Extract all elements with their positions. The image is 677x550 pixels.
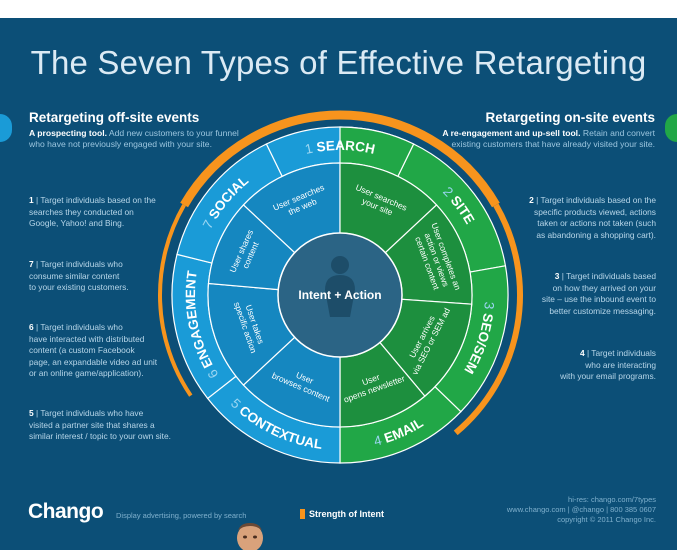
intent-arc-social <box>158 204 193 397</box>
note-line: | Target individuals <box>586 348 656 358</box>
person-icon <box>325 275 355 317</box>
note-number: 6 <box>29 322 36 332</box>
note-line: or an online game/application). <box>29 368 144 378</box>
note-line: Google, Yahoo! and Bing. <box>29 218 125 228</box>
presenter-avatar <box>237 523 263 550</box>
note-line: | Target individuals who <box>36 322 123 332</box>
note-line: similar interest / topic to your own sit… <box>29 431 171 441</box>
footer-hires: hi-res: chango.com/7types <box>568 495 656 504</box>
note-line: | Target individuals who have <box>36 408 144 418</box>
note-line: consume similar content <box>29 270 120 281</box>
right-heading: Retargeting on-site events <box>485 110 655 125</box>
note-number: 3 <box>554 271 562 281</box>
page-title: The Seven Types of Effective Retargeting <box>30 44 647 81</box>
legend-label: Strength of Intent <box>309 509 384 519</box>
top-strip <box>0 0 677 18</box>
note-line: specific products viewed, actions <box>534 206 656 217</box>
center-label: Intent + Action <box>298 288 381 302</box>
footer-copyright: copyright © 2011 Chango Inc. <box>557 515 656 524</box>
note-line: | Target individuals based on the <box>36 195 156 205</box>
left-heading: Retargeting off-site events <box>29 110 200 125</box>
note-number: 5 <box>29 408 36 418</box>
note-line: who are interacting <box>585 359 656 370</box>
left-sub-text2: who have not previously engaged with you… <box>29 139 212 149</box>
chango-logo: Chango <box>28 500 104 523</box>
note-line: page, an expandable video ad unit <box>29 356 158 367</box>
note-number: 7 <box>29 259 36 269</box>
note-line: | Target individuals who <box>36 259 123 269</box>
note-line: | Target individuals based <box>561 271 656 281</box>
note-number: 1 <box>29 195 36 205</box>
note-number: 4 <box>579 348 587 358</box>
note-line: content (a custom Facebook <box>29 345 135 355</box>
left-sub-text1: Add new customers to your funnel <box>106 128 239 138</box>
legend-swatch <box>300 509 305 519</box>
ring-text-search: SEARCH <box>316 138 377 157</box>
note-line: on how they arrived on your <box>552 282 656 293</box>
right-subheading: A re-engagement and up-sell tool. Retain… <box>395 128 655 150</box>
ring-number-email: 4 <box>372 431 387 448</box>
note-line: searches they conducted on <box>29 206 134 217</box>
right-sub-text1: Retain and convert <box>580 128 655 138</box>
note-line: | Target individuals based on the <box>536 195 656 205</box>
left-subheading: A prospecting tool. Add new customers to… <box>29 128 289 150</box>
ring-label-search: 1 SEARCH <box>304 138 377 157</box>
left-sub-bold: A prospecting tool. <box>29 128 107 138</box>
brand-tagline: Display advertising, powered by search <box>116 511 247 520</box>
left-tab-marker <box>0 114 12 142</box>
note-line: visited a partner site that shares a <box>29 419 155 430</box>
note-line: as abandoning a shopping cart). <box>536 229 656 240</box>
right-tab-marker <box>665 114 677 142</box>
right-sub-bold: A re-engagement and up-sell tool. <box>442 128 581 138</box>
intent-arc-site <box>453 203 523 436</box>
footer-info: hi-res: chango.com/7types www.chango.com… <box>420 495 656 525</box>
ring-number-search: 1 <box>304 140 318 157</box>
note-line: have interacted with distributed <box>29 333 145 344</box>
note-line: better customize messaging. <box>549 305 656 316</box>
intent-arc-search <box>180 110 500 208</box>
ring-number-seo: 3 <box>481 301 497 314</box>
note-line: with your email programs. <box>560 371 656 381</box>
right-sub-text2: existing customers that have already vis… <box>451 139 655 149</box>
person-icon-head <box>331 256 349 274</box>
note-line: site – use the inbound event to <box>541 294 656 304</box>
note-number: 2 <box>529 195 537 205</box>
footer-contact: www.chango.com | @chango | 800 385 0607 <box>506 505 656 514</box>
note-line: to your existing customers. <box>29 282 129 292</box>
note-line: taken or actions not taken (such <box>537 218 656 228</box>
